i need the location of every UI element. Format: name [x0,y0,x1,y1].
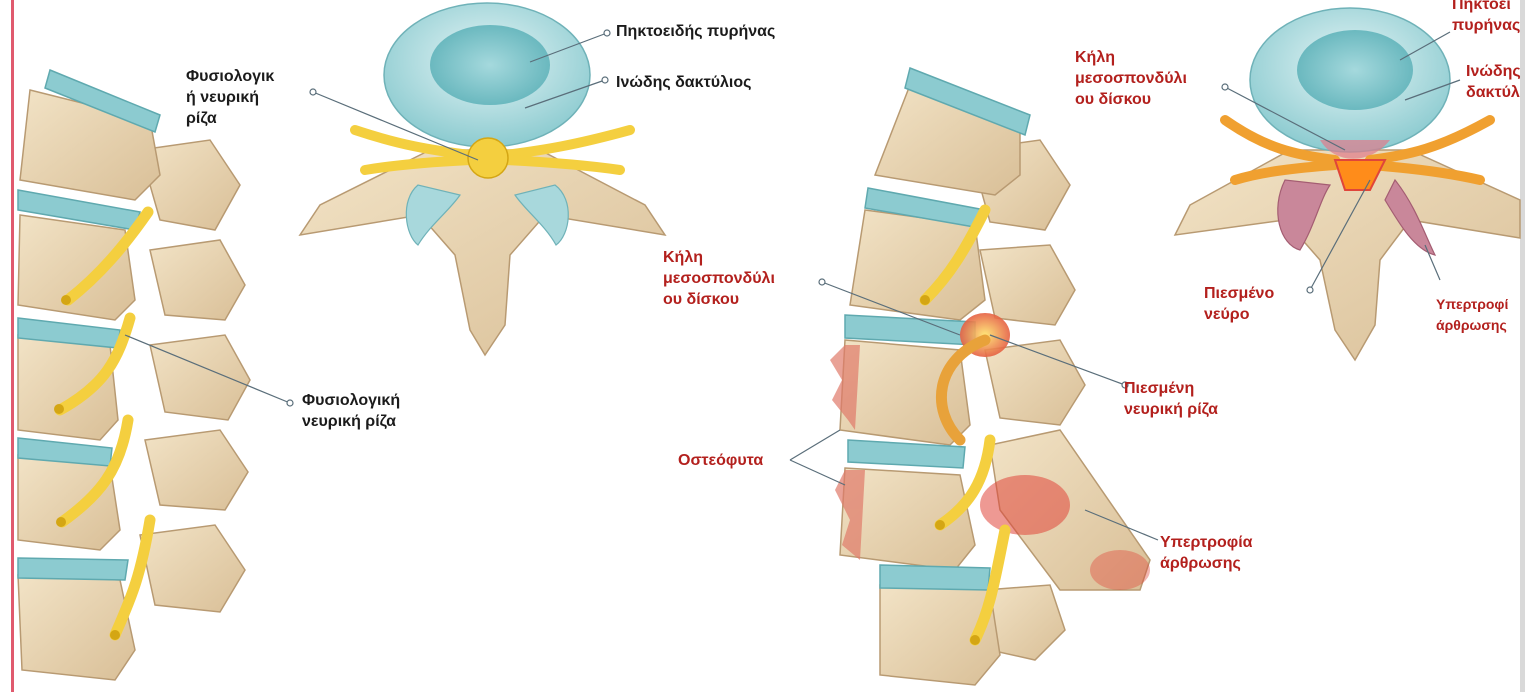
label-disc-herniation-top: Κήλη μεσοσπονδύλι ου δίσκου [1075,47,1187,110]
label-normal-nerve-root-top: Φυσιολογικ ή νευρική ρίζα [186,66,274,129]
label-osteophytes: Οστεόφυτα [678,450,763,471]
label-disc-herniation-side: Κήλη μεσοσπονδύλι ου δίσκου [663,247,775,310]
label-compressed-nerve-root: Πιεσμένη νευρική ρίζα [1124,378,1218,420]
label-normal-nerve-root-side: Φυσιολογική νευρική ρίζα [302,390,400,432]
label-joint-hypertrophy-cropped: Υπερτροφί άρθρωσης [1436,294,1508,336]
label-compressed-nerve: Πιεσμένο νεύρο [1204,283,1274,325]
healthy-vertebra-top-view [300,3,665,355]
label-nucleus-pulposus-cropped: Πηκτοει πυρήνας [1452,0,1520,36]
healthy-spine-side-view [18,70,250,680]
label-annulus-fibrosus: Ινώδης δακτύλιος [616,72,751,93]
label-joint-hypertrophy-side: Υπερτροφία άρθρωσης [1160,532,1253,574]
label-nucleus-pulposus: Πηκτοειδής πυρήνας [616,21,775,42]
label-annulus-fibrosus-cropped: Ινώδης δακτύλ [1466,61,1521,103]
